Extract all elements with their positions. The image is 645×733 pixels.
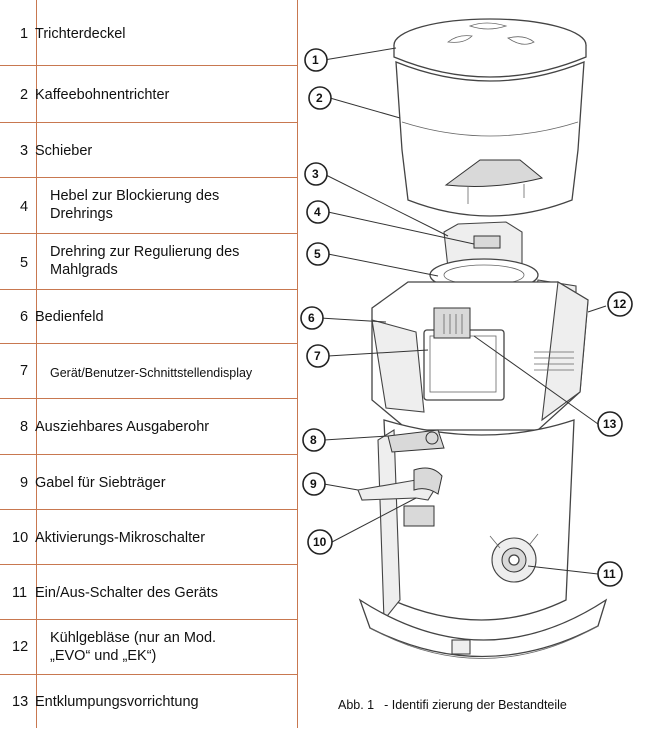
- part-label: Gabel für Siebträger: [35, 475, 166, 491]
- callout-5: 5: [306, 242, 330, 266]
- figure-caption-text: - Identifi zierung der Bestandteile: [384, 698, 567, 712]
- part-number: 12: [12, 639, 29, 655]
- part-number: 1: [20, 26, 29, 42]
- callout-3: 3: [304, 162, 328, 186]
- part-label: Entklumpungsvorrichtung: [35, 694, 199, 710]
- part-row-4: 4 Hebel zur Blockierung des Drehrings: [0, 177, 297, 233]
- leader-lines: [319, 47, 607, 575]
- part-row-6: 6 Bedienfeld: [0, 289, 297, 343]
- part-label: Kühlgebläse (nur an Mod. „EVO“ und „EK“): [50, 630, 217, 664]
- figure-caption-prefix: Abb. 1: [338, 698, 375, 712]
- part-label: Gerät/Benutzer-Schnittstellendisplay: [50, 366, 253, 380]
- part-label: Hebel zur Blockierung des Drehrings: [50, 188, 220, 222]
- hopper-lid-drawing: [393, 18, 587, 78]
- part-number: 10: [12, 530, 29, 546]
- part-number: 9: [20, 475, 29, 491]
- callout-number: 12: [613, 297, 627, 311]
- callout-number: 2: [316, 91, 323, 105]
- part-number: 2: [20, 87, 29, 103]
- part-row-9: 9 Gabel für Siebträger: [0, 454, 297, 509]
- callout-8: 8: [302, 428, 326, 452]
- part-number: 11: [12, 585, 28, 601]
- callout-13: 13: [597, 411, 623, 437]
- callout-number: 11: [603, 567, 616, 581]
- callout-number: 8: [310, 433, 317, 447]
- part-label: Bedienfeld: [35, 309, 104, 325]
- part-label: Aktivierungs-Mikroschalter: [35, 530, 206, 546]
- part-label: Ausziehbares Ausgaberohr: [35, 419, 210, 435]
- callout-number: 13: [603, 417, 617, 431]
- part-number: 13: [12, 694, 29, 710]
- part-number: 6: [20, 309, 29, 325]
- part-number: 8: [20, 419, 29, 435]
- figure-caption: Abb. 1 - Identifi zierung der Bestandteil…: [338, 698, 567, 712]
- callout-number: 9: [310, 477, 317, 491]
- parts-table: 1 Trichterdeckel 2 Kaffeebohnentrichter …: [0, 0, 298, 728]
- part-number: 7: [20, 363, 29, 379]
- callout-number: 3: [312, 167, 319, 181]
- callout-number: 4: [314, 205, 321, 219]
- part-number: 3: [20, 143, 29, 159]
- part-number: 4: [20, 199, 29, 215]
- part-row-13: 13 Entklumpungsvorrichtung: [0, 674, 297, 728]
- callout-4: 4: [306, 200, 330, 224]
- callout-11: 11: [597, 561, 623, 587]
- grinder-body-drawing: [357, 281, 608, 659]
- callout-9: 9: [302, 472, 326, 496]
- callout-6: 6: [300, 306, 324, 330]
- part-number: 5: [20, 255, 29, 271]
- part-row-10: 10 Aktivierungs-Mikroschalter: [0, 509, 297, 564]
- part-label: Trichterdeckel: [35, 26, 126, 42]
- part-row-2: 2 Kaffeebohnentrichter: [0, 65, 297, 122]
- part-label: Kaffeebohnentrichter: [35, 87, 170, 103]
- part-row-12: 12 Kühlgebläse (nur an Mod. „EVO“ und „E…: [0, 619, 297, 674]
- callout-number: 7: [314, 349, 321, 363]
- part-row-8: 8 Ausziehbares Ausgaberohr: [0, 398, 297, 454]
- coffee-grinder-illustration: 1 2 3 4 5 6 7 8 9 10 11 12 13: [300, 18, 633, 659]
- callout-number: 10: [313, 535, 327, 549]
- part-row-7: 7 Gerät/Benutzer-Schnittstellendisplay: [0, 343, 297, 398]
- callout-7: 7: [306, 344, 330, 368]
- callout-12: 12: [607, 291, 633, 317]
- grinder-figure: 1 2 3 4 5 6 7 8 9 10 11 12 13 Abb. 1 - Id…: [298, 0, 645, 728]
- column-divider: [36, 0, 37, 728]
- part-label: Drehring zur Regulierung des Mahlgrads: [50, 244, 240, 278]
- bean-hopper-drawing: [395, 61, 585, 217]
- part-row-1: 1 Trichterdeckel: [0, 0, 297, 65]
- callout-number: 5: [314, 247, 321, 261]
- callout-number: 1: [312, 53, 319, 67]
- callout-1: 1: [304, 48, 328, 72]
- callout-2: 2: [308, 86, 332, 110]
- part-row-5: 5 Drehring zur Regulierung des Mahlgrads: [0, 233, 297, 289]
- part-row-3: 3 Schieber: [0, 122, 297, 177]
- callout-number: 6: [308, 311, 315, 325]
- part-label: Schieber: [35, 143, 93, 159]
- part-row-11: 11 Ein/Aus-Schalter des Geräts: [0, 564, 297, 619]
- callout-10: 10: [307, 529, 333, 555]
- part-label: Ein/Aus-Schalter des Geräts: [35, 585, 218, 601]
